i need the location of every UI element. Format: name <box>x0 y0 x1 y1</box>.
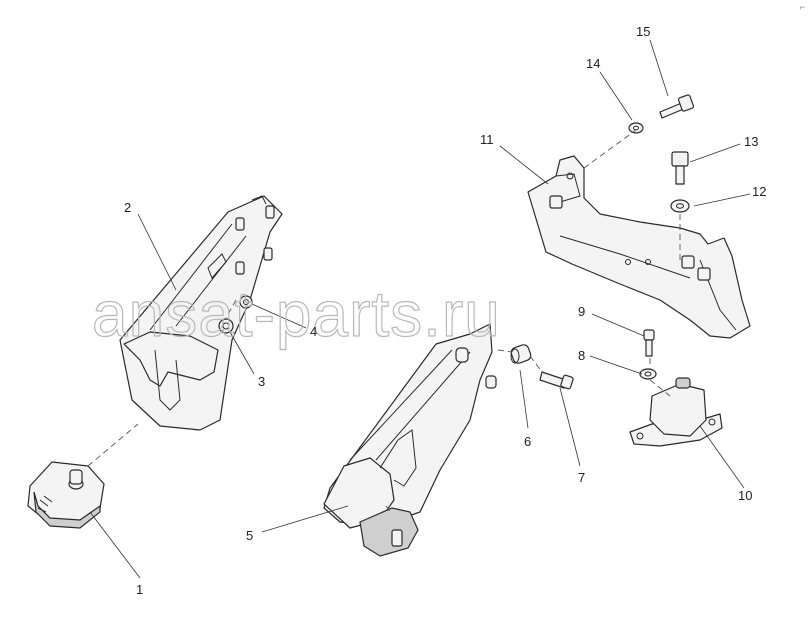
callout-8: 8 <box>578 348 585 363</box>
part-14-washer <box>628 122 644 134</box>
part-5-center-bracket <box>323 323 497 557</box>
callout-4: 4 <box>310 324 317 339</box>
callout-14: 14 <box>586 56 600 71</box>
callout-10: 10 <box>738 488 752 503</box>
part-4-bushing <box>239 295 253 309</box>
part-12-washer <box>670 199 690 213</box>
part-10-right-mount <box>629 377 723 447</box>
corner-mark: ⌐ <box>799 2 805 12</box>
callout-7: 7 <box>578 470 585 485</box>
callout-5: 5 <box>246 528 253 543</box>
assembly-lines <box>87 129 681 515</box>
callout-9: 9 <box>578 304 585 319</box>
callout-1: 1 <box>136 582 143 597</box>
callout-12: 12 <box>752 184 766 199</box>
callout-13: 13 <box>744 134 758 149</box>
part-3-washer <box>218 318 234 334</box>
part-11-right-bracket <box>527 155 751 339</box>
part-9-bolt <box>643 329 655 357</box>
part-15-bolt <box>659 94 695 119</box>
callout-labels: 1 2 3 4 5 6 7 8 9 10 11 12 13 14 15 <box>124 24 766 597</box>
watermark-text: ansat-parts.ru <box>92 278 501 350</box>
callout-15: 15 <box>636 24 650 39</box>
callout-6: 6 <box>524 434 531 449</box>
part-1-rubber-mount <box>27 461 105 529</box>
callout-2: 2 <box>124 200 131 215</box>
callout-11: 11 <box>480 132 494 147</box>
leader-lines <box>89 39 751 579</box>
part-6-spacer <box>510 344 532 364</box>
part-13-bolt <box>671 151 689 185</box>
part-7-bolt <box>539 371 574 390</box>
part-2-left-bracket <box>119 195 283 431</box>
part-8-washer <box>639 368 657 380</box>
callout-3: 3 <box>258 374 265 389</box>
